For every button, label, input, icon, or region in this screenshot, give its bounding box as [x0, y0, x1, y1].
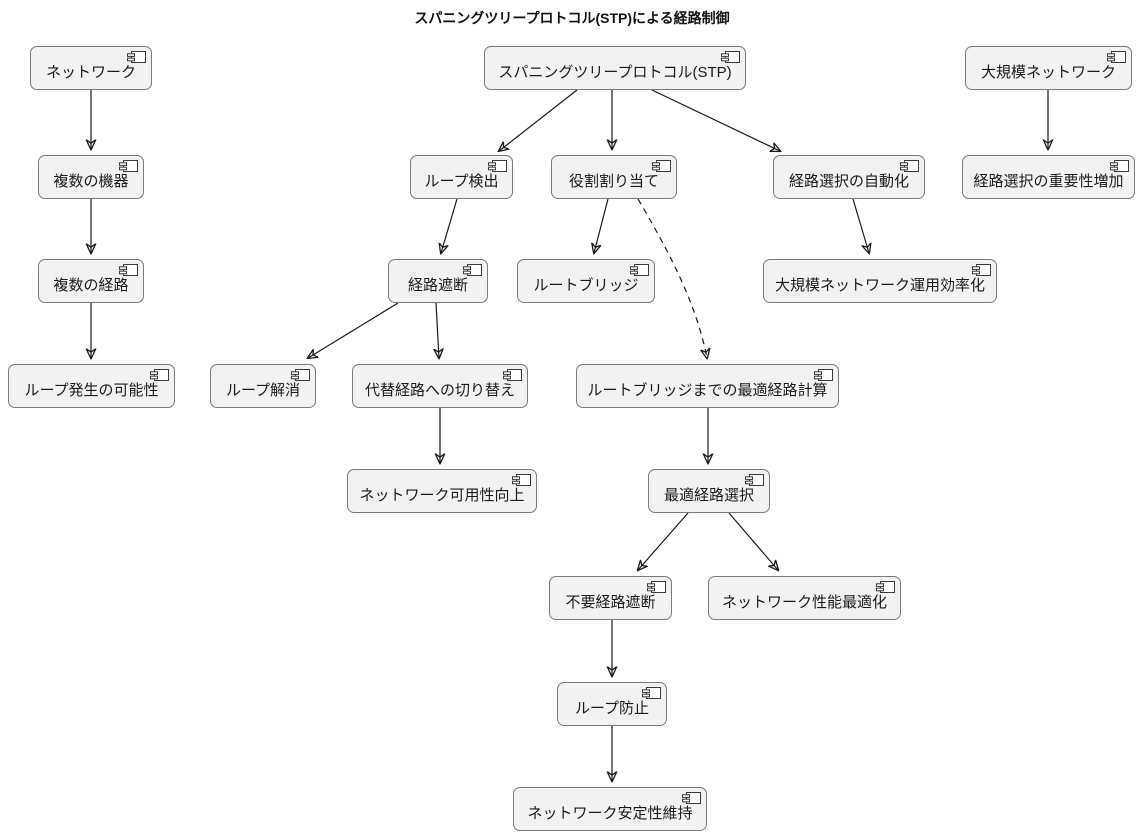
component-icon: [503, 369, 522, 381]
node-label: 複数の機器: [53, 173, 129, 190]
node-label: 複数の経路: [53, 277, 129, 294]
node-label: ループ発生の可能性: [24, 382, 159, 399]
edge-loop-detection-path-blocking: [441, 198, 458, 253]
node-stp: スパニングツリープロトコル(STP): [484, 46, 746, 90]
node-network-availability: ネットワーク可用性向上: [347, 469, 537, 513]
node-label: ネットワーク性能最適化: [721, 594, 887, 611]
node-large-network-efficiency: 大規模ネットワーク運用効率化: [763, 259, 997, 303]
component-icon: [119, 160, 138, 172]
node-network-stability: ネットワーク安定性維持: [513, 787, 707, 831]
diagram-title: スパニングツリープロトコル(STP)による経路制御: [414, 10, 730, 26]
node-label: ネットワーク: [45, 64, 136, 81]
edge-path-blocking-alternate-path-switch: [436, 302, 439, 358]
node-loop-possibility: ループ発生の可能性: [8, 364, 175, 408]
edge-role-assignment-optimal-path-calculation: [637, 198, 707, 358]
node-label: 不要経路遮断: [565, 594, 656, 611]
node-label: スパニングツリープロトコル(STP): [498, 64, 732, 81]
node-label: ループ解消: [225, 382, 301, 399]
node-route-selection-importance: 経路選択の重要性増加: [962, 155, 1135, 199]
node-root-bridge: ルートブリッジ: [517, 259, 655, 303]
node-loop-detection: ループ検出: [410, 155, 513, 199]
node-label: 経路選択の重要性増加: [973, 173, 1124, 190]
node-route-selection-automation: 経路選択の自動化: [773, 155, 925, 199]
node-label: ループ検出: [424, 173, 499, 190]
component-icon: [119, 264, 138, 276]
edge-role-assignment-root-bridge: [594, 198, 609, 253]
node-label: ルートブリッジまでの最適経路計算: [587, 382, 828, 399]
node-large-network: 大規模ネットワーク: [965, 46, 1132, 90]
node-optimal-path-calculation: ルートブリッジまでの最適経路計算: [576, 364, 839, 408]
component-icon: [814, 369, 833, 381]
node-label: 役割割り当て: [568, 173, 659, 190]
edge-optimal-path-selection-unnecessary-path-blocking: [638, 512, 689, 570]
component-icon: [630, 264, 649, 276]
component-icon: [972, 264, 991, 276]
node-label: 経路遮断: [407, 277, 468, 294]
node-label: ネットワーク可用性向上: [359, 487, 525, 504]
node-label: 大規模ネットワーク運用効率化: [774, 277, 985, 294]
node-multiple-devices: 複数の機器: [38, 155, 144, 199]
node-label: ループ防止: [574, 700, 650, 717]
node-network-performance: ネットワーク性能最適化: [708, 576, 901, 620]
component-icon: [647, 581, 666, 593]
component-icon: [1107, 51, 1126, 63]
component-icon: [150, 369, 169, 381]
node-label: 大規模ネットワーク: [980, 64, 1116, 81]
edge-stp-route-selection-automation: [651, 89, 780, 151]
component-icon: [512, 474, 531, 486]
edge-stp-loop-detection: [499, 89, 578, 151]
node-label: 代替経路への切り替え: [364, 382, 515, 399]
component-icon: [876, 581, 895, 593]
component-icon: [900, 160, 919, 172]
node-loop-prevention: ループ防止: [557, 682, 667, 726]
component-icon: [652, 160, 671, 172]
node-multiple-paths: 複数の経路: [38, 259, 144, 303]
component-icon: [488, 160, 507, 172]
edge-path-blocking-loop-resolution: [308, 302, 399, 358]
node-label: 経路選択の自動化: [788, 173, 909, 190]
node-path-blocking: 経路遮断: [388, 259, 488, 303]
component-icon: [127, 51, 146, 63]
component-icon: [463, 264, 482, 276]
edge-optimal-path-selection-network-performance: [728, 512, 778, 570]
edge-route-selection-automation-large-network-efficiency: [852, 198, 869, 253]
node-label: ネットワーク安定性維持: [527, 805, 693, 822]
node-label: ルートブリッジ: [533, 277, 639, 294]
component-icon: [721, 51, 740, 63]
node-role-assignment: 役割割り当て: [551, 155, 677, 199]
node-unnecessary-path-blocking: 不要経路遮断: [549, 576, 672, 620]
component-icon: [682, 792, 701, 804]
node-network: ネットワーク: [30, 46, 152, 90]
node-optimal-path-selection: 最適経路選択: [648, 469, 770, 513]
component-icon: [642, 687, 661, 699]
node-loop-resolution: ループ解消: [210, 364, 316, 408]
node-label: 最適経路選択: [663, 487, 754, 504]
component-icon: [1110, 160, 1129, 172]
component-icon: [291, 369, 310, 381]
component-icon: [745, 474, 764, 486]
node-alternate-path-switch: 代替経路への切り替え: [352, 364, 528, 408]
